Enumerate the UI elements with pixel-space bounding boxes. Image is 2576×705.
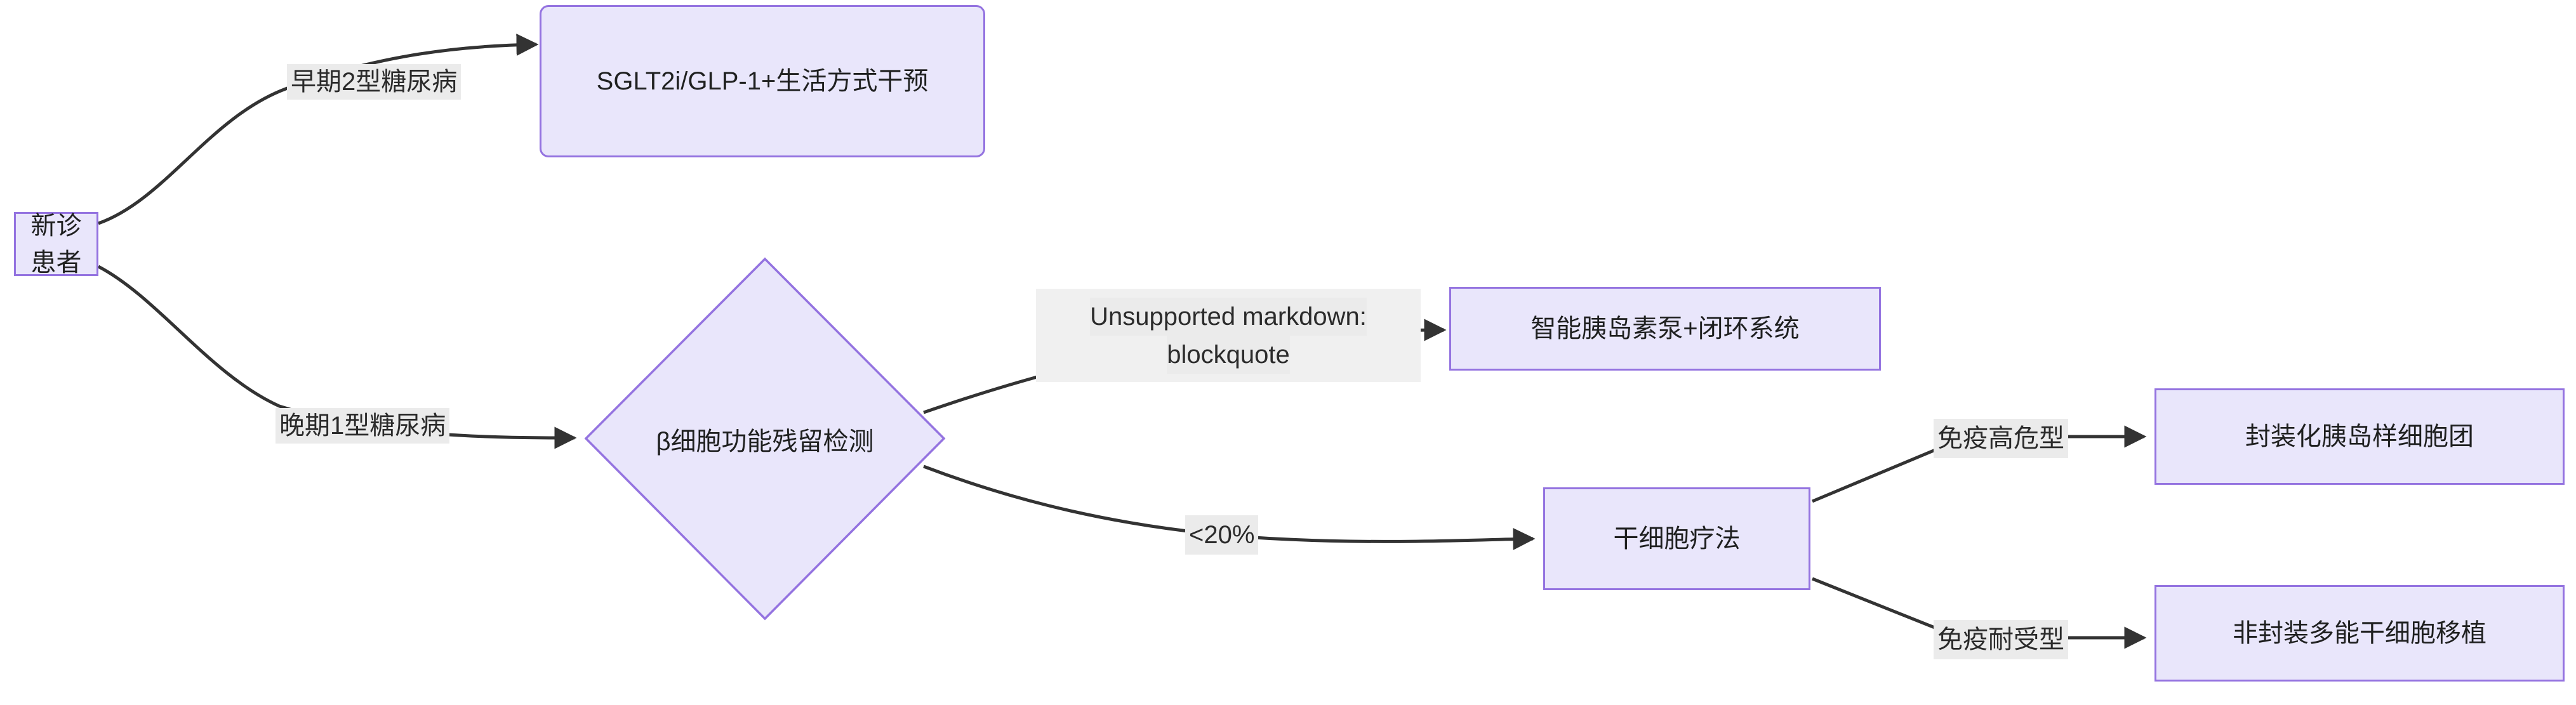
edge-label-line2: blockquote xyxy=(1167,335,1290,374)
node-label: 智能胰岛素泵+闭环系统 xyxy=(1530,315,1800,343)
node-label: 非封装多能干细胞移植 xyxy=(2233,619,2486,647)
node-new-patient[interactable]: 新诊患者 xyxy=(14,212,98,277)
node-label: 新诊患者 xyxy=(30,211,82,277)
edge-label-late-t1d: 晚期1型糖尿病 xyxy=(276,408,450,444)
edge-n5-n7 xyxy=(1812,577,1953,636)
diamond-shape xyxy=(584,257,946,621)
node-label: 封装化胰岛样细胞团 xyxy=(2245,423,2474,451)
edge-label-immune-tolerant: 免疫耐受型 xyxy=(1934,620,2068,659)
edge-label-unsupported-markdown: Unsupported markdown: blockquote xyxy=(1036,289,1421,382)
node-encapsulated-islet-cluster[interactable]: 封装化胰岛样细胞团 xyxy=(2154,388,2565,485)
node-label: SGLT2i/GLP-1+生活方式干预 xyxy=(596,67,929,95)
edge-label-line1: Unsupported markdown: xyxy=(1090,297,1367,336)
edge-label-early-t2d: 早期2型糖尿病 xyxy=(287,64,461,100)
node-label: 干细胞疗法 xyxy=(1613,525,1741,553)
node-stem-cell-therapy[interactable]: 干细胞疗法 xyxy=(1543,487,1810,590)
edge-label-immune-high-risk: 免疫高危型 xyxy=(1934,419,2068,458)
node-sglt2i-glp1-lifestyle[interactable]: SGLT2i/GLP-1+生活方式干预 xyxy=(540,5,985,157)
node-label: β细胞功能残留检测 xyxy=(656,427,874,456)
edge-label-less-than-20-percent: <20% xyxy=(1185,515,1259,555)
node-smart-insulin-pump[interactable]: 智能胰岛素泵+闭环系统 xyxy=(1449,287,1881,371)
edge-n5-n6 xyxy=(1812,442,1949,503)
node-beta-cell-test[interactable]: β细胞功能残留检测 xyxy=(584,257,946,621)
node-nonencapsulated-psc-transplant[interactable]: 非封装多能干细胞移植 xyxy=(2154,585,2565,682)
